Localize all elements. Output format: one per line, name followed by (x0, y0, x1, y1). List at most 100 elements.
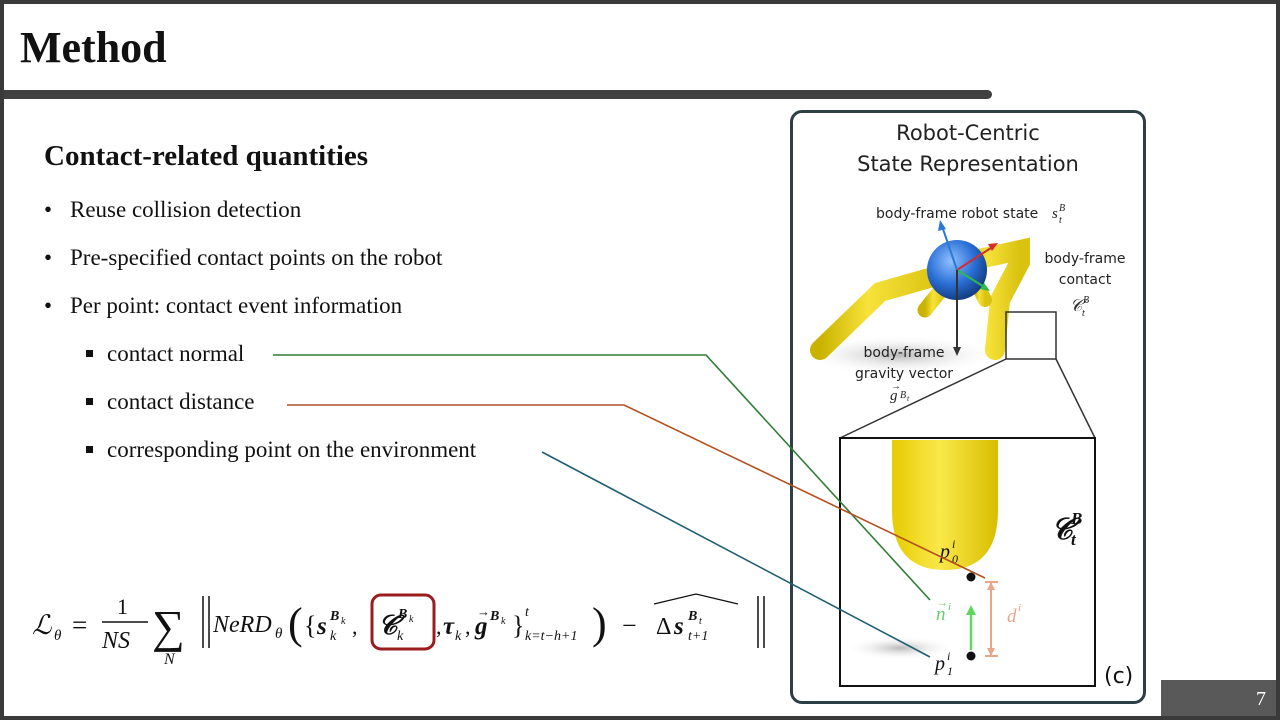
figure-math-labels: s B t 𝒞 B t g → B t 𝒞 B t p i 0 p i 1 n … (890, 203, 1089, 678)
frame-bottom (0, 716, 1280, 720)
svg-text:NS: NS (101, 628, 130, 654)
svg-text:(: ( (288, 599, 303, 648)
svg-text:t: t (1059, 215, 1062, 226)
sub-bullet-text: corresponding point on the environment (107, 437, 477, 462)
svg-text:NeRD: NeRD (212, 612, 272, 638)
svg-text:s: s (1052, 206, 1058, 222)
svg-text:0: 0 (952, 552, 958, 566)
svg-text:1: 1 (117, 594, 128, 619)
figure-title-line-1: Robot-Centric (896, 121, 1040, 145)
svg-text:B: B (489, 609, 499, 624)
connector-contact-distance (287, 404, 986, 579)
distance-bracket (985, 581, 998, 657)
svg-text:i: i (952, 537, 955, 551)
svg-text:,: , (465, 614, 471, 639)
svg-text:∑: ∑ (152, 601, 185, 652)
svg-text:B: B (329, 609, 339, 624)
svg-text:i: i (948, 601, 951, 613)
svg-text:θ: θ (54, 628, 62, 644)
svg-text:p: p (933, 653, 945, 675)
label-gravity-line-1: body-frame (863, 345, 945, 361)
svg-text:1: 1 (947, 664, 953, 678)
contact-point-environment (966, 651, 976, 661)
body-frame-axes (938, 220, 998, 356)
svg-text:g: g (474, 613, 488, 640)
svg-text:,: , (352, 614, 358, 639)
svg-text:t: t (525, 605, 530, 620)
zoom-line-right (1055, 358, 1096, 439)
svg-text:B: B (397, 607, 407, 622)
figure-title: Robot-Centric State Representation (790, 118, 1146, 180)
svg-text:g: g (890, 388, 898, 404)
ground-shadow (800, 335, 1000, 375)
bullet-text: Per point: contact event information (70, 293, 403, 318)
sub-bullet-text: contact distance (107, 389, 255, 414)
figure-title-line-2: State Representation (857, 152, 1079, 176)
svg-text:Δ: Δ (656, 614, 671, 640)
slide-title: Method (20, 23, 167, 72)
bullet-item: •Per point: contact event information (44, 293, 402, 319)
svg-text:): ) (592, 599, 607, 648)
svg-text:t: t (699, 616, 702, 627)
bullet-dot-icon: • (44, 197, 53, 222)
sub-bullet-text: contact normal (107, 341, 245, 366)
bullet-text: Pre-specified contact points on the robo… (70, 245, 443, 270)
svg-text:t: t (907, 394, 910, 403)
page-number: 7 (1161, 680, 1276, 716)
svg-text:k: k (409, 614, 414, 625)
svg-text:→: → (891, 381, 901, 392)
svg-text:k=t−h+1: k=t−h+1 (525, 629, 577, 644)
svg-text:B: B (687, 609, 697, 624)
svg-text:k: k (397, 629, 404, 644)
normal-vector-arrow (966, 605, 976, 650)
sub-bullet-item: contact distance (86, 389, 255, 415)
sub-bullet-item: corresponding point on the environment (86, 437, 476, 463)
bullet-item: • Pre-specified contact points on the rob… (44, 245, 442, 271)
loss-formula: ℒ θ = 1 NS ∑ N NeRD θ ( { s B k k , 𝒞 B … (32, 593, 765, 668)
robot-legs (810, 237, 1030, 360)
svg-text:t: t (1082, 308, 1085, 319)
figure-panel-tag: (c) (1104, 664, 1134, 689)
square-bullet-icon (86, 350, 93, 358)
svg-text:d: d (1007, 606, 1017, 627)
bullet-item: • Reuse collision detection (44, 197, 301, 223)
svg-text:B: B (900, 390, 906, 401)
svg-text:k: k (330, 629, 337, 644)
svg-text:=: = (72, 610, 87, 640)
svg-text:t: t (1071, 530, 1077, 549)
svg-text:B: B (1083, 295, 1089, 306)
svg-text:s: s (673, 613, 684, 640)
svg-text:i: i (947, 649, 950, 663)
svg-text:k: k (501, 616, 506, 627)
frame-right (1276, 0, 1280, 720)
svg-text:i: i (1018, 602, 1021, 614)
svg-text:{: { (304, 611, 316, 640)
frame-top (0, 0, 1280, 4)
square-bullet-icon (86, 446, 93, 454)
svg-text:−: − (622, 611, 637, 640)
title-underline (4, 90, 992, 99)
svg-text:→: → (477, 604, 490, 619)
label-gravity-line-2: gravity vector (854, 366, 954, 382)
svg-text:k: k (455, 629, 462, 644)
svg-text:ℒ: ℒ (32, 610, 52, 640)
inset-shadow (845, 636, 955, 660)
svg-text:B: B (1070, 509, 1082, 528)
svg-text:s: s (316, 613, 327, 640)
bullet-dot-icon: • (44, 245, 53, 270)
zoom-callout-box (1005, 311, 1057, 360)
svg-text:k: k (341, 616, 346, 627)
robot-foot (892, 440, 998, 570)
section-heading: Contact-related quantities (44, 140, 369, 172)
label-body-frame-contact: body-frame contact (1040, 249, 1130, 291)
connector-contact-normal (273, 354, 931, 601)
svg-text:N: N (163, 651, 176, 668)
label-contact-line-2: contact (1058, 272, 1112, 288)
svg-text:t+1: t+1 (688, 629, 708, 644)
svg-text:θ: θ (275, 626, 283, 642)
label-gravity-vector: body-frame gravity vector (845, 343, 963, 385)
label-robot-state: body-frame robot state (876, 206, 1039, 222)
contact-point-robot (966, 572, 976, 582)
bullet-text: Reuse collision detection (70, 197, 302, 222)
